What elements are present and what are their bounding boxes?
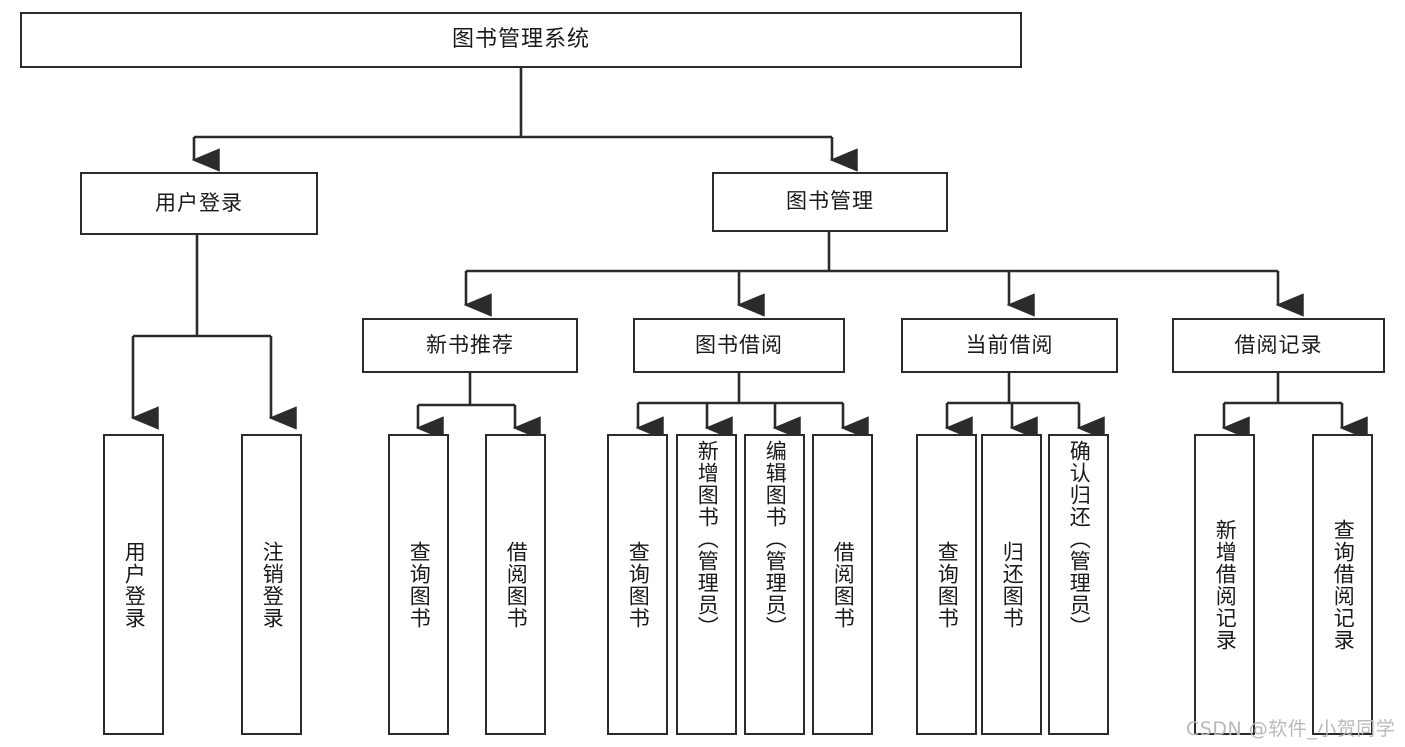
leaf-query-book-current[interactable]: 查询图书 [916,434,977,735]
leaf-label: 新增图书（管理员） [695,440,720,638]
leaf-label: 查询图书 [935,540,960,629]
leaf-edit-book-admin[interactable]: 编辑图书（管理员） [744,434,805,735]
node-book-management[interactable]: 图书管理 [712,172,948,232]
leaf-label: 归还图书 [1000,540,1025,629]
leaf-add-borrow-record[interactable]: 新增借阅记录 [1194,434,1255,735]
leaf-query-book-recommend[interactable]: 查询图书 [388,434,449,735]
leaf-label: 新增借阅记录 [1213,518,1238,651]
leaf-return-book[interactable]: 归还图书 [981,434,1042,735]
node-label: 图书管理 [786,189,874,214]
node-label: 借阅记录 [1234,332,1323,357]
leaf-borrow-book[interactable]: 借阅图书 [812,434,873,735]
leaf-add-book-admin[interactable]: 新增图书（管理员） [676,434,737,735]
node-label: 图书借阅 [695,332,783,357]
node-label: 新书推荐 [426,332,514,357]
leaf-label: 借阅图书 [831,540,856,629]
node-new-book-recommend[interactable]: 新书推荐 [362,318,578,373]
leaf-query-borrow-record[interactable]: 查询借阅记录 [1312,434,1373,735]
node-label: 图书管理系统 [451,26,590,52]
leaf-label: 确认归还（管理员） [1067,440,1092,638]
leaf-label: 查询借阅记录 [1331,518,1356,651]
node-label: 用户登录 [155,190,243,215]
leaf-label: 用户登录 [122,540,147,629]
leaf-label: 编辑图书（管理员） [763,440,788,638]
node-borrow-record[interactable]: 借阅记录 [1172,318,1385,373]
leaf-query-book-borrow[interactable]: 查询图书 [607,434,668,735]
leaf-label: 注销登录 [260,540,285,629]
leaf-user-login[interactable]: 用户登录 [103,434,164,735]
leaf-borrow-book-recommend[interactable]: 借阅图书 [485,434,546,735]
node-user-login[interactable]: 用户登录 [80,172,318,235]
leaf-confirm-return-admin[interactable]: 确认归还（管理员） [1048,434,1109,735]
node-current-borrow[interactable]: 当前借阅 [901,318,1118,373]
leaf-label: 查询图书 [407,540,432,629]
node-book-borrow[interactable]: 图书借阅 [633,318,845,373]
node-label: 当前借阅 [965,332,1054,357]
csdn-watermark: CSDN @软件_小贺同学 [1186,718,1396,740]
node-root-system[interactable]: 图书管理系统 [20,12,1022,68]
leaf-label: 查询图书 [626,540,651,629]
leaf-label: 借阅图书 [504,540,529,629]
leaf-logout[interactable]: 注销登录 [241,434,302,735]
